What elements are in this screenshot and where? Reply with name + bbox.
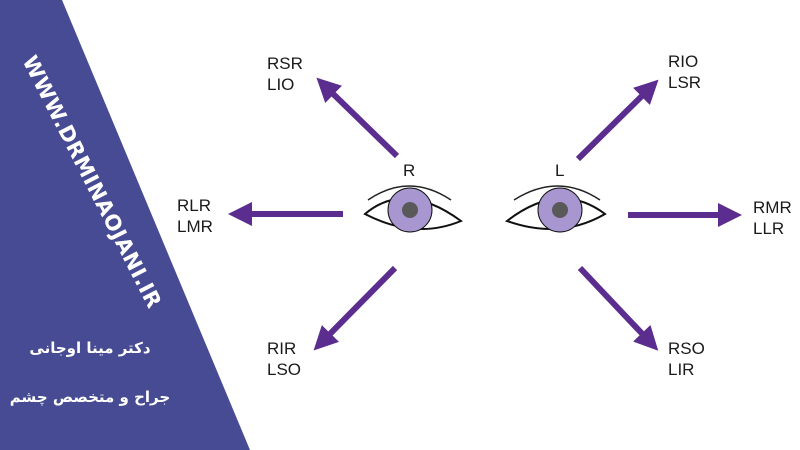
left-pupil	[552, 202, 568, 218]
label-line: LIO	[267, 75, 295, 94]
left-eye-label: L	[555, 161, 565, 180]
label-line: RLR	[177, 196, 212, 215]
doctor-name: دکتر مینا اوجانی	[29, 339, 151, 357]
label-right: RMR LLR	[753, 197, 792, 239]
left-eyebrow-line	[513, 185, 601, 201]
arrow-down-left	[313, 265, 398, 351]
label-line: LSO	[267, 360, 302, 379]
right-eye	[363, 185, 464, 233]
right-eye-label: R	[403, 161, 416, 180]
right-pupil	[402, 202, 418, 218]
label-left: RLR LMR	[177, 195, 213, 237]
label-line: LMR	[177, 217, 213, 236]
label-line: RIO	[668, 52, 699, 71]
label-line: RMR	[753, 198, 792, 217]
label-down-right: RSO LIR	[668, 338, 705, 380]
label-line: RSR	[267, 54, 303, 73]
arrow-up-right	[575, 79, 659, 162]
arrow-down-right	[577, 265, 659, 351]
doctor-title: جراح و متخصص چشم	[9, 388, 171, 406]
left-eye	[504, 185, 607, 233]
label-line: RSO	[668, 339, 705, 358]
label-line: LSR	[668, 73, 702, 92]
right-eyebrow-line	[367, 185, 452, 201]
label-line: LIR	[668, 360, 695, 379]
banner-shape	[0, 0, 250, 450]
label-line: RIR	[267, 339, 297, 358]
label-up-left: RSR LIO	[267, 53, 303, 95]
arrow-up-left	[316, 77, 400, 159]
label-line: LLR	[753, 219, 785, 238]
label-down-left: RIR LSO	[267, 338, 301, 380]
label-up-right: RIO LSR	[668, 51, 701, 93]
